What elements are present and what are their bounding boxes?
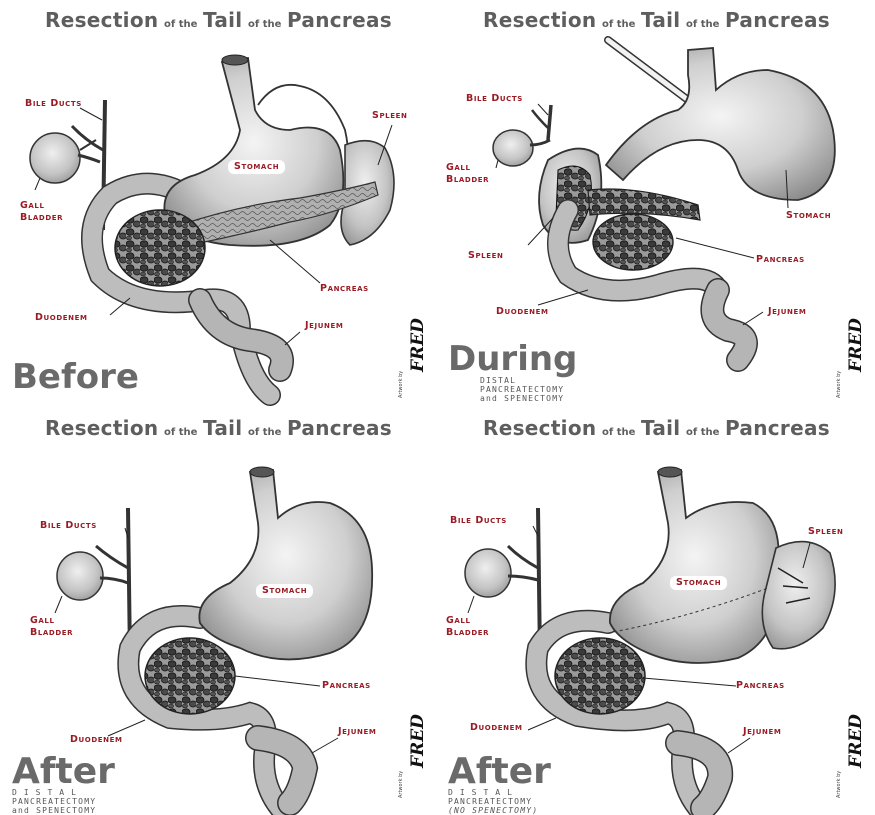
gall-bladder-shape: [493, 130, 533, 166]
label-bladder: Bladder: [446, 627, 489, 639]
label-duodenem: Duodenem: [70, 734, 123, 746]
stomach-shape: [199, 470, 372, 659]
panel-during: Resection of the Tail of the Pancreas Bi…: [438, 0, 875, 407]
gall-bladder-shape: [57, 552, 103, 600]
spleen-shape: [762, 542, 835, 649]
subtitle-line-3: (NO SPENECTOMY): [448, 806, 538, 815]
jejunum-shape: [712, 290, 746, 360]
panel-title: Resection of the Tail of the Pancreas: [438, 8, 875, 32]
stomach-shape: [610, 470, 779, 663]
panel-title: Resection of the Tail of the Pancreas: [438, 416, 875, 440]
subtitle-line-2: PANCREATECTOMY: [12, 797, 96, 806]
label-pancreas: Pancreas: [736, 680, 785, 692]
pancreas-head-shape: [555, 638, 645, 714]
artist-signature: FRED: [846, 714, 866, 768]
label-jejunem: Jejunem: [305, 320, 343, 332]
label-spleen: Spleen: [468, 250, 503, 262]
panel-before: Resection of the Tail of the Pancreas Bi…: [0, 0, 437, 407]
phase-title: After: [12, 754, 115, 790]
gall-bladder-shape: [30, 133, 80, 183]
artist-credit-prefix: Artwork by: [398, 771, 404, 798]
anatomy-illustration-before: [0, 0, 437, 407]
label-spleen: Spleen: [808, 526, 843, 538]
label-pancreas: Pancreas: [320, 283, 369, 295]
pancreas-head-shape: [145, 638, 235, 714]
artist-credit-prefix: Artwork by: [836, 771, 842, 798]
label-pancreas: Pancreas: [756, 254, 805, 266]
stomach-shape: [606, 48, 835, 200]
panel-after-splenectomy: Resection of the Tail of the Pancreas Bi…: [0, 408, 437, 815]
phase-title: After: [448, 754, 551, 790]
artist-signature: FRED: [846, 318, 866, 372]
label-stomach: Stomach: [786, 210, 831, 222]
label-gall: Gall: [20, 200, 45, 212]
label-duodenem: Duodenem: [35, 312, 88, 324]
label-stomach: Stomach: [670, 576, 727, 590]
label-gall: Gall: [446, 162, 471, 174]
panel-title: Resection of the Tail of the Pancreas: [0, 8, 437, 32]
panel-after-no-splenectomy: Resection of the Tail of the Pancreas Bi…: [438, 408, 875, 815]
artist-credit-prefix: Artwork by: [836, 371, 842, 398]
artist-signature: FRED: [408, 318, 428, 372]
subtitle-line-1: DISTAL: [12, 788, 83, 797]
subtitle-line-2: PANCREATECTOMY: [448, 797, 532, 806]
pancreas-head-shape: [115, 210, 205, 286]
label-pancreas: Pancreas: [322, 680, 371, 692]
label-duodenem: Duodenem: [470, 722, 523, 734]
gall-bladder-shape: [465, 549, 511, 597]
label-jejunem: Jejunem: [768, 306, 806, 318]
label-jejunem: Jejunem: [743, 726, 781, 738]
subtitle-line-1: DISTAL: [480, 376, 516, 385]
label-bile-ducts: Bile Ducts: [466, 93, 523, 105]
label-jejunem: Jejunem: [338, 726, 376, 738]
label-gall: Gall: [446, 615, 471, 627]
label-bladder: Bladder: [30, 627, 73, 639]
subtitle-line-1: DISTAL: [448, 788, 519, 797]
label-bile-ducts: Bile Ducts: [40, 520, 97, 532]
subtitle-line-3: and SPENECTOMY: [480, 394, 564, 403]
label-bile-ducts: Bile Ducts: [450, 515, 507, 527]
label-bladder: Bladder: [446, 174, 489, 186]
phase-title: Before: [12, 360, 139, 394]
label-stomach: Stomach: [228, 160, 285, 174]
label-spleen: Spleen: [372, 110, 407, 122]
artist-credit-prefix: Artwork by: [398, 371, 404, 398]
label-duodenem: Duodenem: [496, 306, 549, 318]
subtitle-line-3: and SPENECTOMY: [12, 806, 96, 815]
panel-title: Resection of the Tail of the Pancreas: [0, 416, 437, 440]
label-bladder: Bladder: [20, 212, 63, 224]
label-gall: Gall: [30, 615, 55, 627]
artist-signature: FRED: [408, 714, 428, 768]
subtitle-line-2: PANCREATECTOMY: [480, 385, 564, 394]
label-stomach: Stomach: [256, 584, 313, 598]
pancreas-head-shape: [593, 214, 673, 270]
label-bile-ducts: Bile Ducts: [25, 98, 82, 110]
phase-title: During: [448, 342, 577, 376]
